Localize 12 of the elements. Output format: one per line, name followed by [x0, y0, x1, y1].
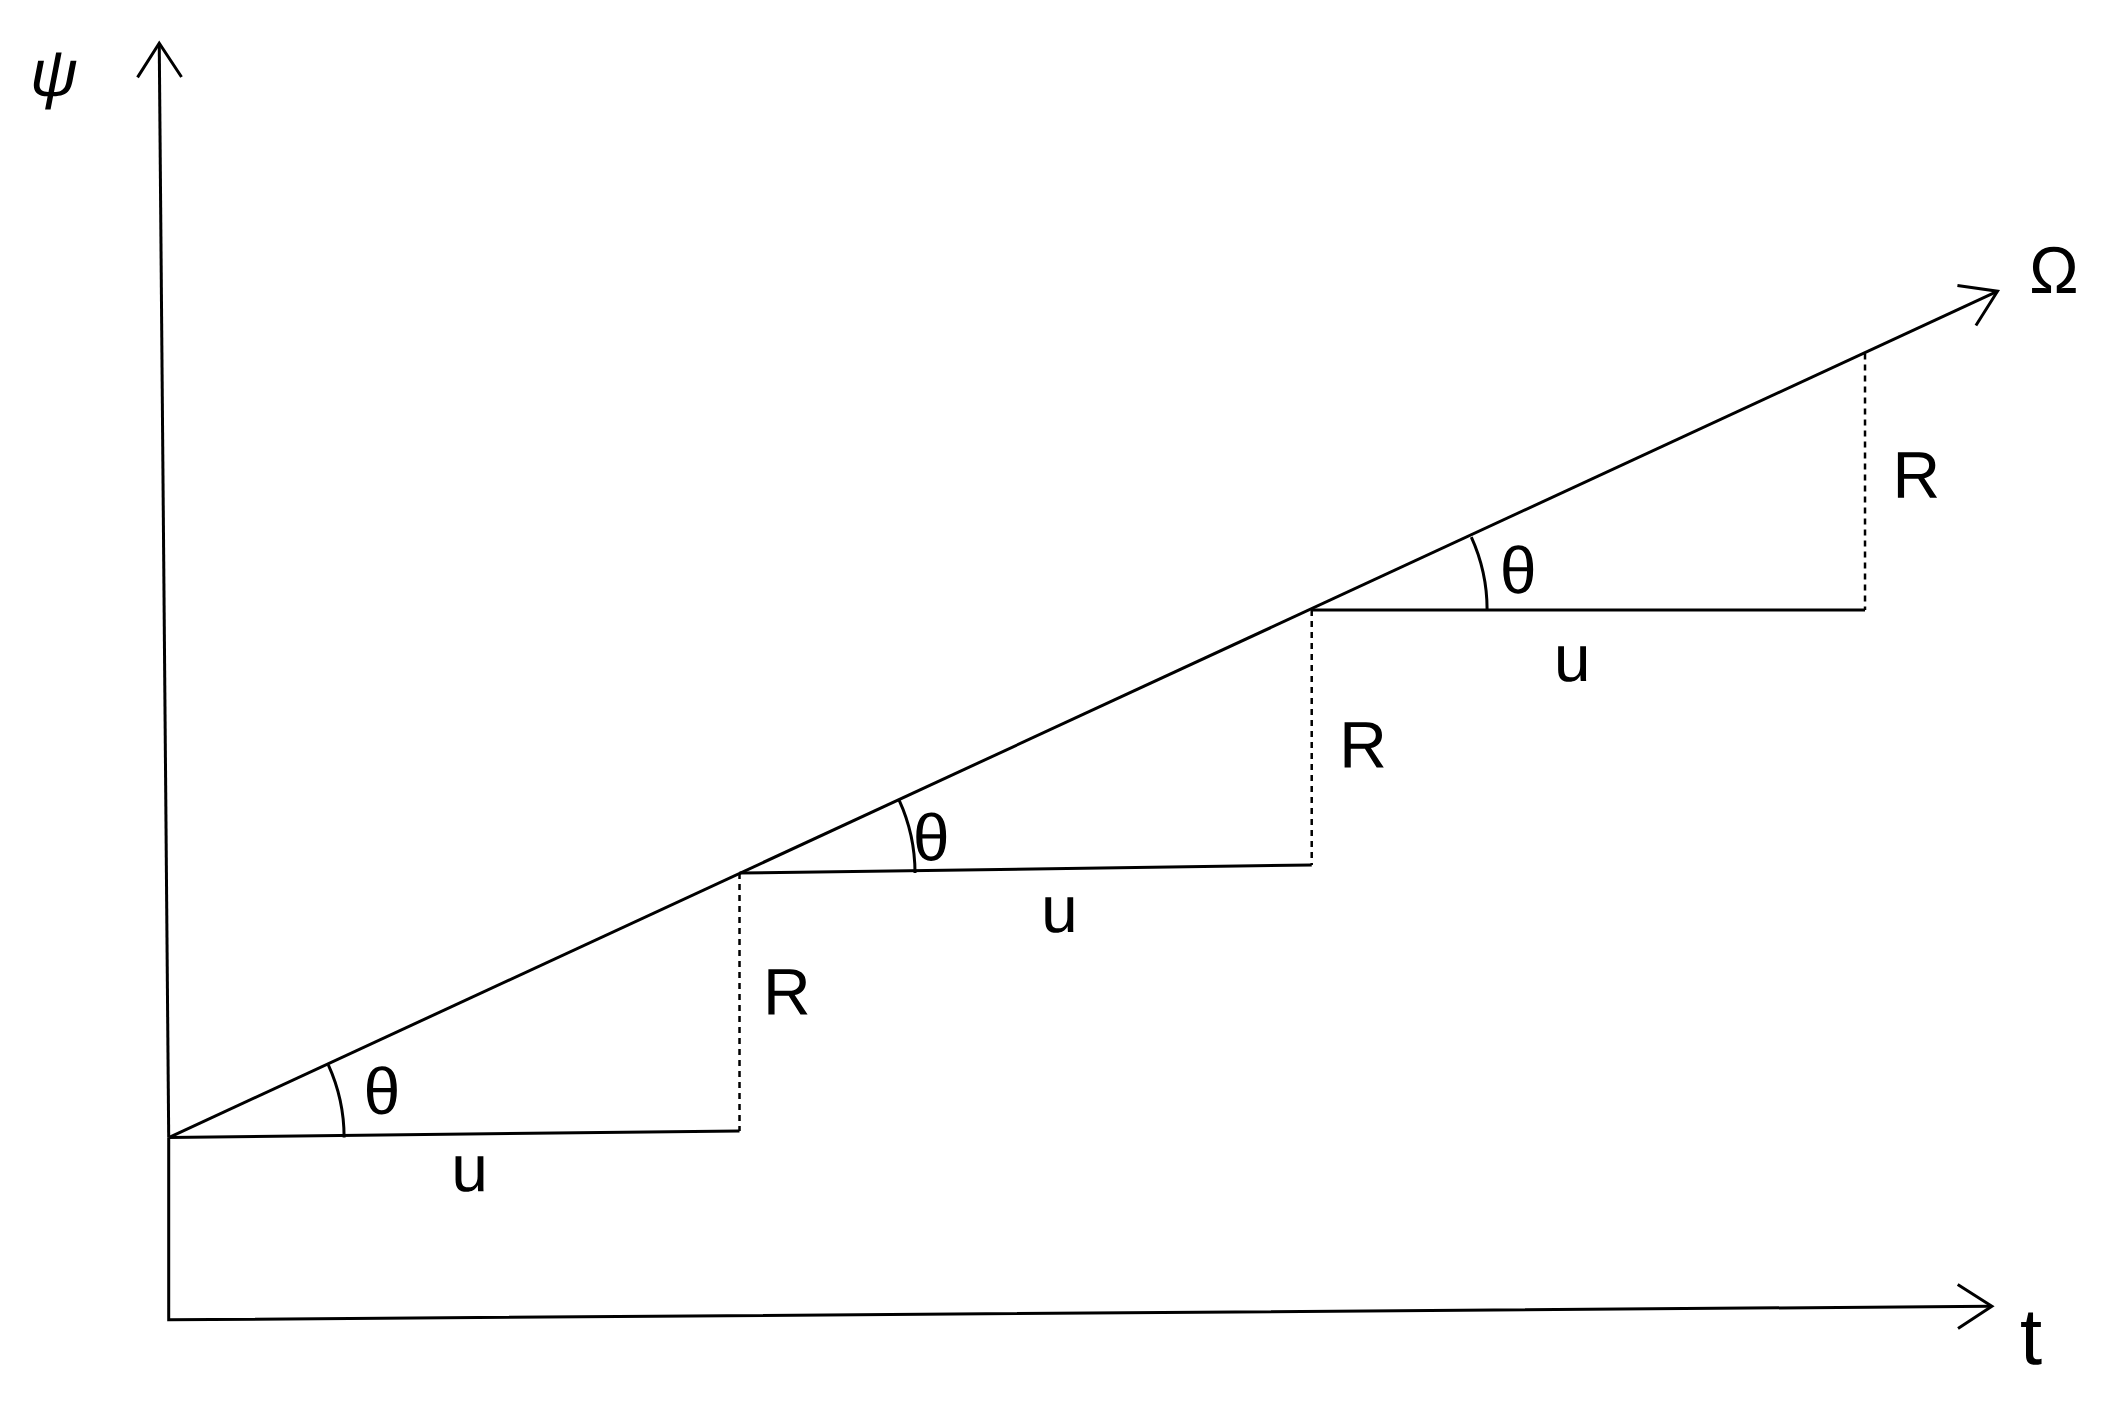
angle-label: θ: [916, 812, 947, 861]
angle-label: θ: [1503, 545, 1534, 594]
axis-label: t: [2021, 1312, 2042, 1365]
dimension-label: u: [1045, 897, 1074, 933]
axis-label: Ω: [2032, 246, 2076, 293]
dimension-label: R: [1344, 722, 1384, 768]
dimension-label: R: [768, 969, 808, 1015]
dimension-label: u: [1558, 646, 1587, 682]
dimension-label: u: [455, 1156, 484, 1192]
dimension-label: R: [1897, 452, 1938, 498]
angle-label: θ: [367, 1066, 397, 1115]
axis-label: ψ: [33, 52, 77, 110]
